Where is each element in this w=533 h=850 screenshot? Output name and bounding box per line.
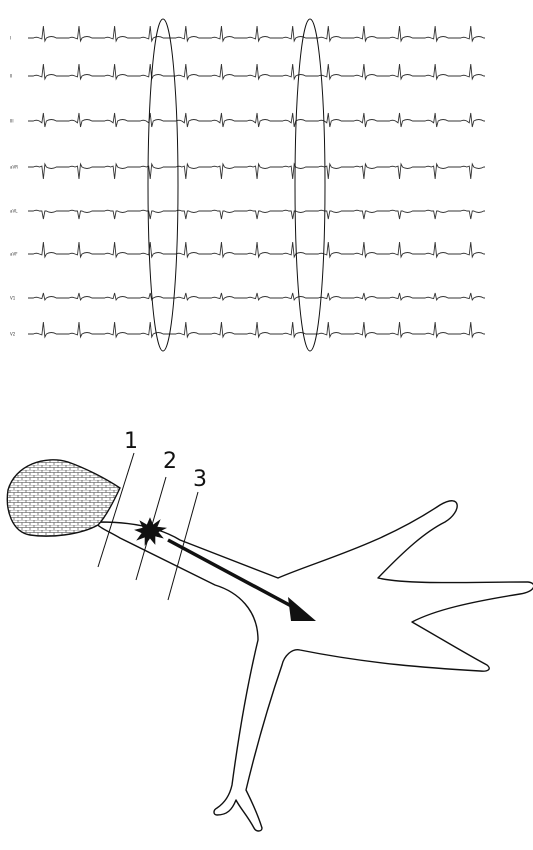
lead-label: aVR [10, 165, 18, 170]
lead-label: I [10, 36, 11, 41]
lead-label: III [10, 119, 14, 124]
lead-label: II [10, 74, 12, 79]
ecg-trace-iii [28, 112, 485, 128]
ecg-trace-avl [28, 209, 485, 220]
lead-label: V1 [10, 296, 16, 301]
propagation-arrow-shaft [167, 538, 296, 610]
ecg-trace-avf [28, 241, 485, 259]
label-1: 1 [124, 429, 138, 454]
lead-label: aVL [10, 209, 18, 214]
highlight-ellipse-2 [294, 18, 326, 352]
label-2: 2 [163, 449, 177, 474]
ecg-trace-v1 [28, 292, 485, 302]
ecg-trace-i [28, 25, 485, 43]
ecg-trace-avr [28, 162, 485, 180]
label-3: 3 [193, 467, 207, 492]
ecg-trace-ii [28, 63, 485, 81]
ecg-trace-v2 [28, 321, 485, 339]
highlight-ellipse-1 [147, 18, 179, 352]
lead-label: aVF [10, 252, 18, 257]
neuron-outline [97, 500, 533, 832]
arrow-head-icon [288, 597, 316, 621]
lead-label: V2 [10, 332, 16, 337]
marker-line-1 [97, 452, 135, 568]
soma-hatched-region [6, 459, 121, 537]
marker-line-3 [167, 491, 199, 601]
starburst-icon [134, 517, 168, 546]
